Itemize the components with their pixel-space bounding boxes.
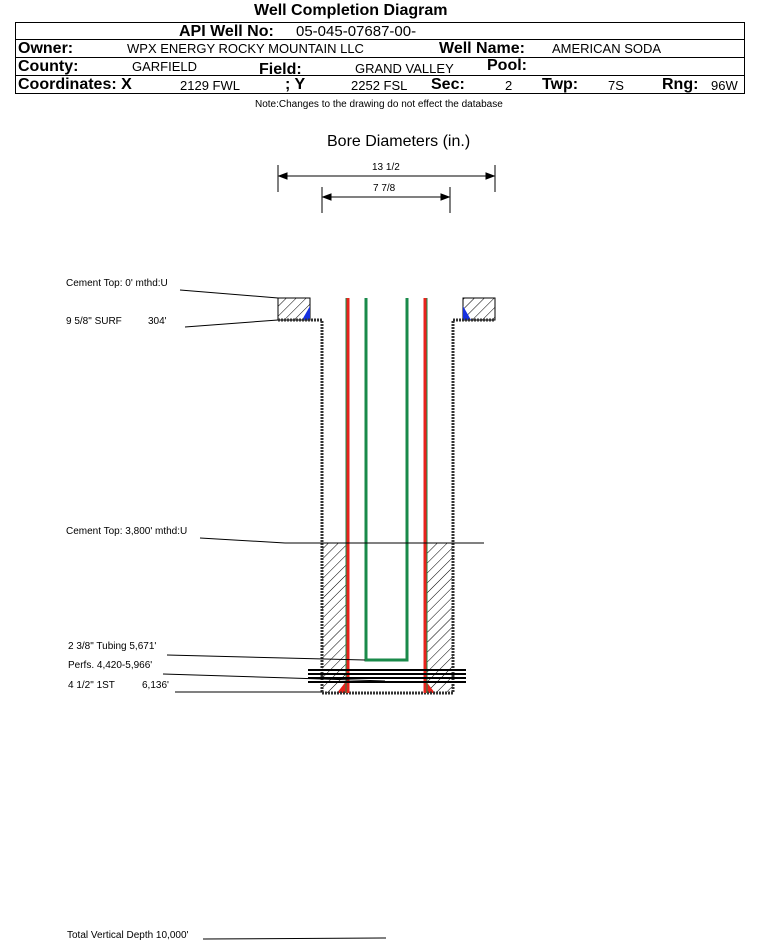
well-name-value: AMERICAN SODA bbox=[552, 41, 662, 56]
coord-x-label: Coordinates: X bbox=[18, 76, 132, 93]
well-name-label: Well Name: bbox=[439, 40, 525, 57]
coord-y-value: 2252 FSL bbox=[351, 78, 408, 93]
bore-dimension-7-7-8 bbox=[321, 187, 451, 213]
page-title: Well Completion Diagram bbox=[254, 2, 448, 19]
rng-label: Rng: bbox=[662, 76, 699, 93]
field-label: Field: bbox=[259, 61, 302, 78]
production-cement-right bbox=[426, 543, 453, 693]
owner-value: WPX ENERGY ROCKY MOUNTAIN LLC bbox=[127, 41, 364, 56]
label-surface-casing: 9 5/8" SURF bbox=[66, 316, 122, 327]
divider bbox=[15, 57, 744, 58]
county-value: GARFIELD bbox=[132, 59, 198, 74]
label-cement-top-surface: Cement Top: 0' mthd:U bbox=[66, 278, 168, 289]
label-tubing: 2 3/8" Tubing 5,671' bbox=[68, 641, 157, 652]
label-prod-casing: 4 1/2" 1ST bbox=[68, 680, 115, 691]
county-label: County: bbox=[18, 58, 79, 75]
note: Note:Changes to the drawing do not effec… bbox=[255, 99, 503, 110]
bore-diameter-2: 7 7/8 bbox=[373, 183, 396, 194]
tubing bbox=[364, 298, 409, 662]
divider bbox=[15, 39, 744, 40]
header-table bbox=[15, 22, 745, 94]
api-value: 05-045-07687-00- bbox=[296, 23, 417, 40]
twp-label: Twp: bbox=[542, 76, 579, 93]
label-cement-top-prod: Cement Top: 3,800' mthd:U bbox=[66, 526, 188, 537]
sec-label: Sec: bbox=[431, 76, 465, 93]
bore-diameters-title: Bore Diameters (in.) bbox=[327, 133, 471, 150]
owner-label: Owner: bbox=[18, 40, 74, 57]
pool-label: Pool: bbox=[487, 57, 527, 74]
surface-casing bbox=[278, 318, 495, 695]
rng-value: 96W bbox=[711, 78, 738, 93]
label-tvd: Total Vertical Depth 10,000' bbox=[67, 930, 189, 941]
api-label: API Well No: bbox=[179, 23, 274, 40]
coord-y-label: ; Y bbox=[285, 76, 306, 93]
bore-diameter-1: 13 1/2 bbox=[372, 162, 400, 173]
twp-value: 7S bbox=[608, 78, 624, 93]
label-perfs: Perfs. 4,420-5,966' bbox=[68, 660, 153, 671]
coord-x-value: 2129 FWL bbox=[180, 78, 240, 93]
label-prod-casing-depth: 6,136' bbox=[142, 680, 169, 691]
field-value: GRAND VALLEY bbox=[355, 61, 454, 76]
divider bbox=[15, 75, 744, 76]
label-surface-casing-depth: 304' bbox=[148, 316, 167, 327]
sec-value: 2 bbox=[505, 78, 513, 93]
production-cement-left bbox=[322, 543, 347, 693]
bore-dimension-13-1-2 bbox=[277, 165, 496, 192]
leader-lines bbox=[162, 289, 484, 940]
perforations bbox=[308, 669, 466, 683]
